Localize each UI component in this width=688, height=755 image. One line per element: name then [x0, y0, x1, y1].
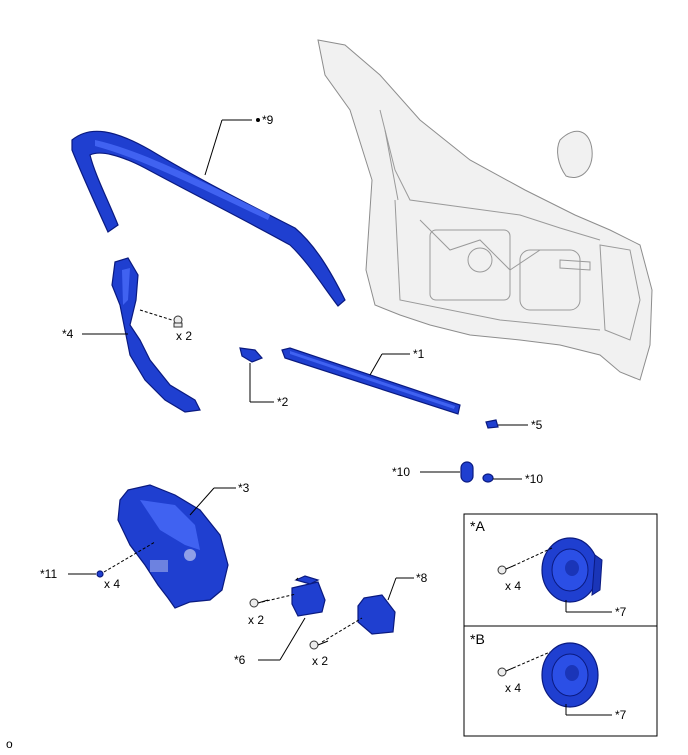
part-10-cap-b — [482, 473, 494, 483]
clip-icon — [173, 315, 183, 328]
part-3-window-regulator — [117, 484, 229, 609]
part-8-module — [357, 594, 396, 635]
callout-6: *6 — [234, 653, 246, 667]
inset-a-quantity: x 4 — [505, 579, 521, 593]
inset-a — [463, 513, 658, 627]
callout-7-b: *7 — [615, 708, 627, 722]
bolt-quantity: x 4 — [104, 577, 120, 591]
callout-4: *4 — [62, 327, 74, 341]
screw-icon — [497, 667, 514, 677]
callout-5: *5 — [531, 418, 543, 432]
screw-icon — [249, 598, 269, 608]
part-1-belt-moulding — [281, 347, 461, 415]
screw-icon — [309, 640, 329, 650]
screw-quantity-6: x 2 — [248, 613, 264, 627]
callout-8: *8 — [416, 571, 428, 585]
callout-7-a: *7 — [615, 605, 627, 619]
inset-b-quantity: x 4 — [505, 681, 521, 695]
screw-quantity-8: x 2 — [312, 654, 328, 668]
part-5-clip — [485, 419, 499, 429]
part-11-bolt — [96, 570, 104, 578]
callout-11: *11 — [40, 567, 57, 581]
callout-2: *2 — [277, 395, 289, 409]
callout-9: *9 — [262, 113, 274, 127]
callout-3: *3 — [238, 481, 250, 495]
part-4-sash — [111, 257, 201, 413]
door-panel — [317, 39, 653, 381]
part-6-module — [291, 575, 326, 617]
leader-lines — [68, 118, 528, 661]
screw-icon — [497, 565, 514, 575]
speaker-a-icon — [541, 537, 603, 603]
callout-1: *1 — [413, 347, 425, 361]
part-9-frame-moulding — [71, 130, 346, 307]
inset-a-label: *A — [470, 518, 485, 534]
figure-code: o — [6, 737, 13, 751]
inset-b — [463, 625, 658, 737]
inset-b-label: *B — [470, 631, 485, 647]
speaker-b-icon — [541, 642, 599, 708]
clip-quantity: x 2 — [176, 329, 192, 343]
callout-10-a: *10 — [392, 465, 410, 479]
callout-10-b: *10 — [525, 472, 543, 486]
part-2-bracket — [239, 347, 264, 363]
part-10-cap-a — [460, 461, 474, 483]
